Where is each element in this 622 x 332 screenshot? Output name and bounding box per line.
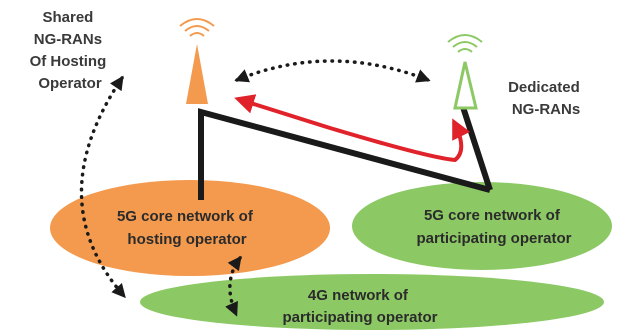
- dedicated-ngran-label: Dedicated NG-RANs: [508, 79, 584, 118]
- hosting-core-network-ellipse: [50, 180, 330, 276]
- participating-core-label-line: 5G core network of: [424, 207, 561, 224]
- participating-core-network-label: 5G core network of participating operato…: [416, 207, 571, 247]
- shared-ngran-label: Shared NG-RANs Of Hosting Operator: [30, 9, 111, 92]
- green-antenna-icon: [447, 34, 483, 110]
- hosting-core-to-4g-dotted-arrow: [225, 255, 242, 317]
- participating-4g-network-label: 4G network of participating operator: [282, 287, 437, 326]
- shared-label-line: NG-RANs: [34, 31, 102, 48]
- shared-label-line: Of Hosting: [30, 53, 107, 70]
- participating-core-to-dedicated-antenna-link: [459, 103, 493, 191]
- red-control-path-arrow: [234, 94, 471, 163]
- dedicated-label-line: NG-RANs: [512, 101, 580, 118]
- shared-label-line: Operator: [38, 75, 102, 92]
- hosting-core-network-label: 5G core network of hosting operator: [117, 208, 257, 248]
- participating-4g-label-line: participating operator: [282, 309, 437, 326]
- shared-label-line: Shared: [42, 9, 93, 26]
- antenna-to-antenna-dotted-arrow: [234, 59, 431, 83]
- dedicated-label-line: Dedicated: [508, 79, 580, 96]
- hosting-core-to-antenna-link: [198, 108, 491, 200]
- hosting-core-label-line: hosting operator: [127, 231, 246, 248]
- hosting-core-label-line: 5G core network of: [117, 208, 254, 225]
- participating-4g-label-line: 4G network of: [308, 287, 409, 304]
- orange-antenna-icon: [179, 18, 215, 104]
- participating-core-label-line: participating operator: [416, 230, 571, 247]
- participating-4g-network-ellipse: [140, 274, 604, 330]
- participating-core-network-ellipse: [352, 182, 612, 270]
